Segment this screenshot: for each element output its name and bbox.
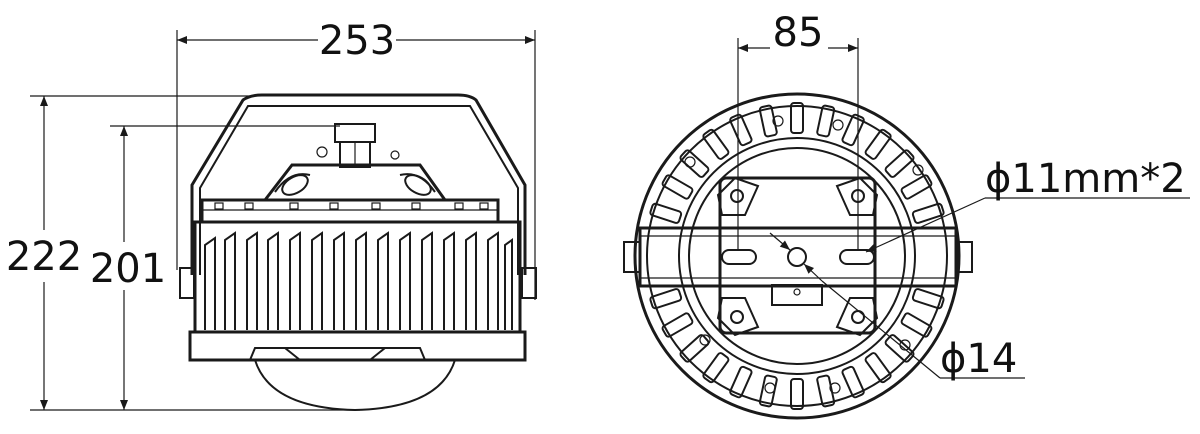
radial-fins (649, 102, 945, 410)
corner-lugs (716, 176, 879, 337)
dim-phi11-label: ϕ11mm*2 (985, 156, 1186, 202)
mount-slot-left (721, 249, 757, 265)
overall-height-dimension: 222 (6, 95, 360, 411)
center-hole (787, 247, 807, 267)
dim-201-label: 201 (90, 246, 166, 292)
dim-222-label: 222 (6, 234, 82, 280)
top-nut (334, 123, 376, 143)
dim-253-label: 253 (319, 18, 395, 64)
dim-phi14-label: ϕ14 (940, 336, 1017, 382)
bracket-bar (638, 226, 958, 288)
mount-slot-right (839, 249, 875, 265)
dim-85-label: 85 (773, 10, 824, 56)
side-view: 253 222 201 (6, 18, 537, 412)
hole-spacing-dimension: 85 (737, 10, 859, 250)
center-hole-leader: ϕ14 (769, 232, 1025, 382)
cooling-fins (204, 231, 513, 330)
top-view: 85 (623, 10, 1190, 420)
body-height-dimension: 201 (90, 125, 340, 410)
outer-housing (633, 92, 961, 420)
mounting-bracket (190, 93, 527, 275)
mounting-plate (718, 176, 877, 335)
width-dimension: 253 (176, 18, 536, 300)
upper-housing (263, 163, 447, 201)
glass-dome (254, 359, 456, 412)
slot-leader: ϕ11mm*2 (865, 156, 1190, 253)
bottom-ring (188, 330, 527, 362)
ring-bolts (684, 115, 924, 394)
